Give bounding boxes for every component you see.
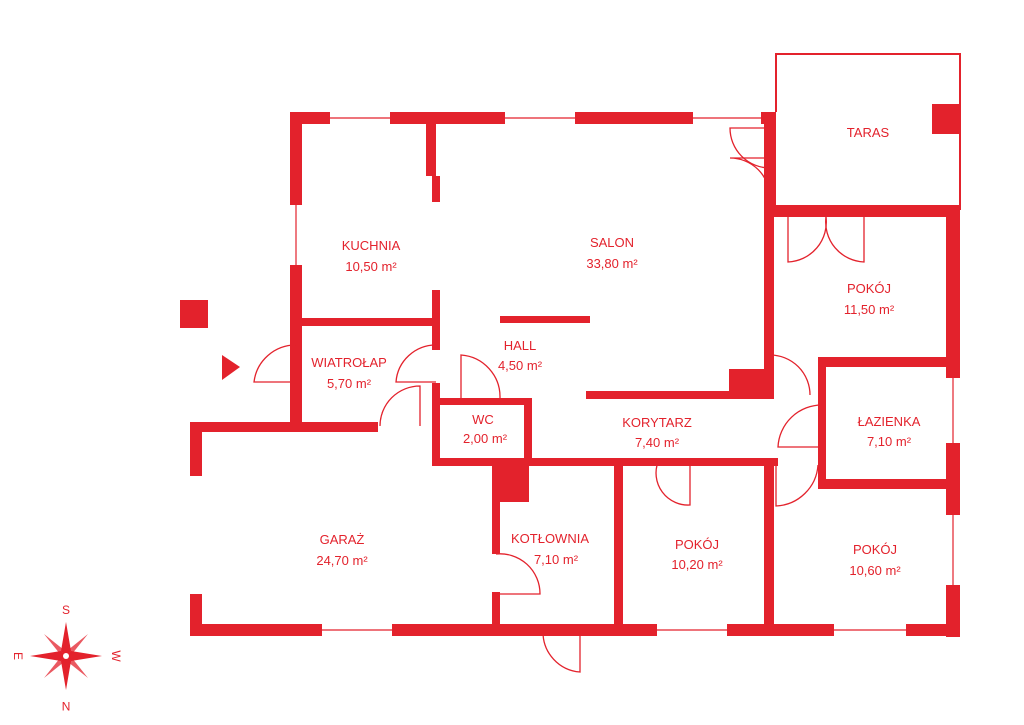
room-area-garaz: 24,70 m²	[316, 553, 368, 568]
room-name-pokoj-3: POKÓJ	[853, 542, 897, 557]
door	[495, 553, 541, 595]
compass-label-e: E	[11, 652, 25, 660]
compass-label-n: N	[62, 699, 71, 713]
door	[542, 630, 581, 673]
wall	[586, 391, 774, 399]
door	[787, 216, 827, 263]
room-area-pokoj-3: 10,60 m²	[849, 563, 901, 578]
wall	[290, 318, 440, 326]
room-name-taras: TARAS	[847, 125, 890, 140]
door	[395, 344, 437, 383]
room-area-hall: 4,50 m²	[498, 358, 543, 373]
room-area-wiatrolap: 5,70 m²	[327, 376, 372, 391]
compass-label-w: W	[109, 650, 123, 662]
room-area-lazienka: 7,10 m²	[867, 434, 912, 449]
door	[460, 354, 501, 400]
wall	[764, 458, 778, 466]
room-name-korytarz: KORYTARZ	[622, 415, 692, 430]
door	[769, 354, 811, 397]
room-area-salon: 33,80 m²	[586, 256, 638, 271]
door	[729, 157, 771, 199]
compass-ray	[61, 622, 71, 656]
wall	[818, 357, 826, 487]
door	[379, 385, 421, 427]
room-area-pokoj-1: 11,50 m²	[844, 302, 895, 317]
compass-ray	[66, 656, 88, 678]
compass-ray	[66, 634, 88, 656]
wall	[432, 383, 440, 463]
wall	[190, 422, 202, 476]
wall	[764, 217, 774, 397]
door	[825, 216, 865, 263]
door	[655, 461, 691, 506]
wall	[426, 124, 436, 176]
room-area-pokoj-2: 10,20 m²	[671, 557, 723, 572]
wall	[497, 462, 529, 502]
compass-rose-icon: S N E W	[11, 603, 123, 713]
room-name-kuchnia: KUCHNIA	[342, 238, 401, 253]
compass-ray	[66, 651, 102, 661]
entrance-arrow-icon	[222, 355, 240, 380]
wall	[492, 462, 500, 554]
room-name-kotlownia: KOTŁOWNIA	[511, 531, 589, 546]
windows	[190, 112, 960, 636]
walls	[180, 53, 961, 637]
wall	[764, 205, 960, 217]
garage-opening	[190, 476, 202, 594]
room-name-pokoj-1: POKÓJ	[847, 281, 891, 296]
wall	[432, 398, 530, 405]
room-name-garaz: GARAŻ	[320, 532, 365, 547]
room-name-pokoj-2: POKÓJ	[675, 537, 719, 552]
room-name-salon: SALON	[590, 235, 634, 250]
chimney	[180, 300, 208, 328]
doors	[253, 127, 865, 673]
wall	[764, 112, 776, 217]
wall	[290, 112, 302, 422]
wall	[190, 422, 378, 432]
wall	[524, 398, 532, 465]
room-name-wc: WC	[472, 412, 494, 427]
door	[253, 344, 297, 383]
compass-ray	[44, 656, 66, 678]
compass-ray	[61, 656, 71, 690]
wall	[764, 462, 774, 632]
room-area-wc: 2,00 m²	[463, 431, 508, 446]
wall	[500, 316, 590, 323]
wall	[729, 369, 764, 399]
room-name-hall: HALL	[504, 338, 537, 353]
door	[729, 127, 771, 169]
terrace-pillar	[932, 104, 960, 134]
wall	[492, 592, 500, 624]
wall	[432, 176, 440, 202]
room-name-wiatrolap: WIATROŁAP	[311, 355, 387, 370]
room-labels: KUCHNIA 10,50 m² SALON 33,80 m² TARAS PO…	[311, 125, 921, 578]
room-area-kuchnia: 10,50 m²	[345, 259, 397, 274]
room-name-lazienka: ŁAZIENKA	[858, 414, 921, 429]
compass-center	[63, 653, 69, 659]
door	[775, 462, 819, 507]
room-area-kotlownia: 7,10 m²	[534, 552, 579, 567]
door	[777, 404, 823, 448]
wall	[818, 357, 960, 367]
compass-label-s: S	[62, 603, 70, 617]
wall	[432, 458, 777, 466]
wall	[818, 479, 960, 489]
wall	[614, 462, 623, 632]
room-area-korytarz: 7,40 m²	[635, 435, 680, 450]
compass-ray	[44, 634, 66, 656]
compass-ray	[30, 651, 66, 661]
